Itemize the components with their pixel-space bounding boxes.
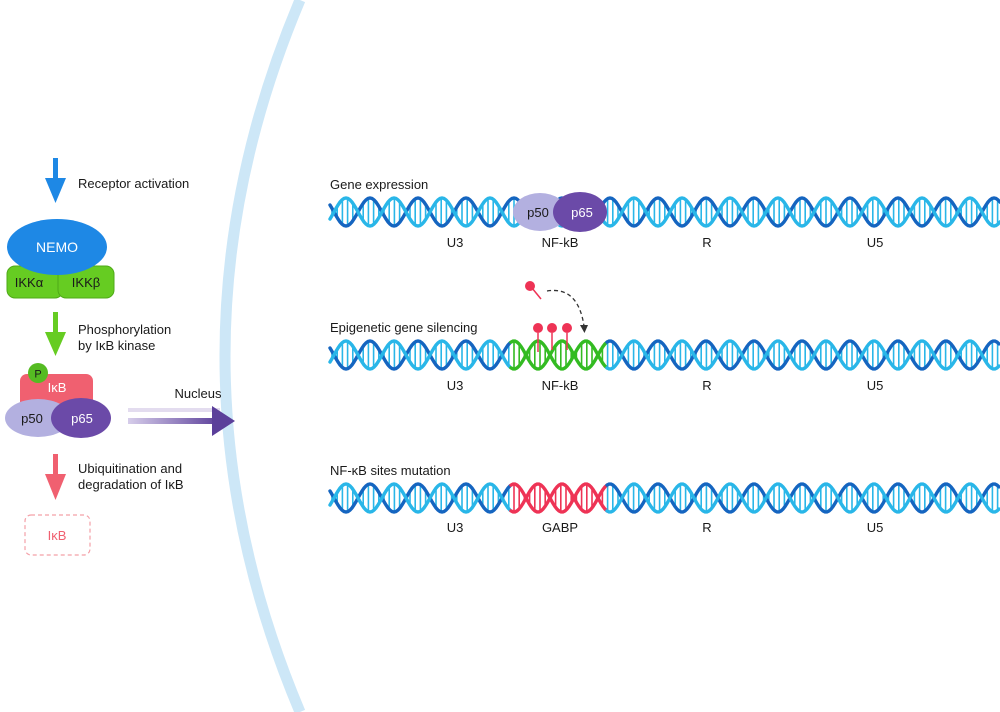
region-label-r: R xyxy=(702,520,712,535)
ikk-beta-label: IKKβ xyxy=(72,275,100,290)
region-label-u5: U5 xyxy=(866,235,884,250)
ikb-degraded-box xyxy=(24,514,91,556)
p65-shape xyxy=(51,398,111,438)
dna-helix-mutation xyxy=(328,482,1000,514)
arrow-receptor-activation xyxy=(45,158,66,203)
p50-bound-label: p50 xyxy=(527,205,549,220)
nucleus-translocation-arrow xyxy=(128,406,235,436)
p65-label: p65 xyxy=(71,411,93,426)
arrow-ubiquitination xyxy=(45,454,66,500)
region-label-u3: U3 xyxy=(446,520,464,535)
region-label-r: R xyxy=(702,378,712,393)
region-label-u5: U5 xyxy=(866,520,884,535)
ikb-degraded-label: IκB xyxy=(48,528,67,543)
dna-helix-gene-expression xyxy=(328,196,1000,228)
nucleus-label: Nucleus xyxy=(175,386,222,401)
ikb-label: IκB xyxy=(48,380,67,395)
region-label-u3: U3 xyxy=(446,235,464,250)
methylation-arrowhead xyxy=(580,325,588,333)
nemo-shape xyxy=(7,219,107,275)
phospho-icon xyxy=(28,363,48,383)
methylation-arrow xyxy=(546,289,585,327)
phospho-label: P xyxy=(34,369,41,381)
region-label-u3: U3 xyxy=(446,378,464,393)
region-label-r: R xyxy=(702,235,712,250)
p65-bound-shape xyxy=(553,192,607,232)
step-phosphorylation: Phosphorylation by IκB kinase xyxy=(78,322,172,353)
p50-shape xyxy=(5,399,71,437)
region-label-u5: U5 xyxy=(866,378,884,393)
row-title-mutation: NF-κB sites mutation xyxy=(330,463,451,478)
row-title-epigenetic-silencing: Epigenetic gene silencing xyxy=(330,320,478,335)
arrow-phosphorylation xyxy=(45,312,66,356)
nucleus-membrane xyxy=(219,0,306,712)
ikk-alpha-label: IKKα xyxy=(15,275,44,290)
region-label-nfkb: NF-kB xyxy=(541,235,579,250)
p50-bound-shape xyxy=(513,193,567,231)
p65-bound-label: p65 xyxy=(571,205,593,220)
methyl-group-icon xyxy=(525,281,542,300)
row-title-gene-expression: Gene expression xyxy=(330,177,429,192)
step-receptor-activation: Receptor activation xyxy=(78,176,190,191)
dna-helix-epigenetic-silencing xyxy=(328,339,1000,371)
nemo-label: NEMO xyxy=(36,239,78,255)
step-ubiquitination: Ubiquitination and degradation of IκB xyxy=(78,461,184,492)
p50-label: p50 xyxy=(21,411,43,426)
region-label-gabp: GABP xyxy=(541,520,579,535)
methylation-marks xyxy=(533,323,572,352)
region-label-nfkb: NF-kB xyxy=(541,378,579,393)
